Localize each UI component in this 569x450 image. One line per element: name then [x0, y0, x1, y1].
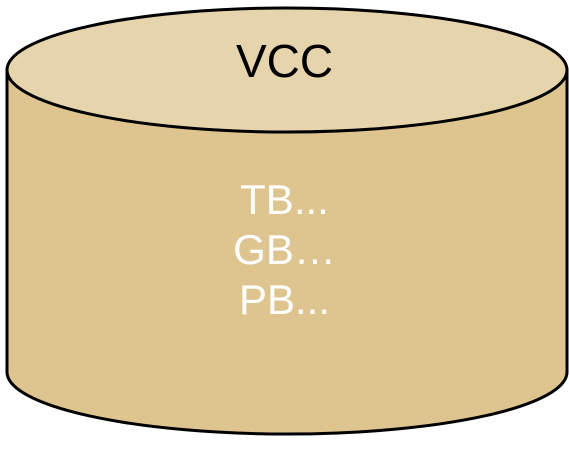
content-line-tb: TB...: [240, 176, 329, 223]
cylinder-top: [5, 6, 569, 134]
content-line-gb: GB…: [233, 226, 336, 273]
cylinder-body: [5, 68, 569, 436]
content-line-pb: PB...: [238, 276, 331, 323]
cylinder-contents: TB... GB… PB...: [0, 175, 569, 325]
cylinder-label: VCC: [235, 35, 334, 87]
